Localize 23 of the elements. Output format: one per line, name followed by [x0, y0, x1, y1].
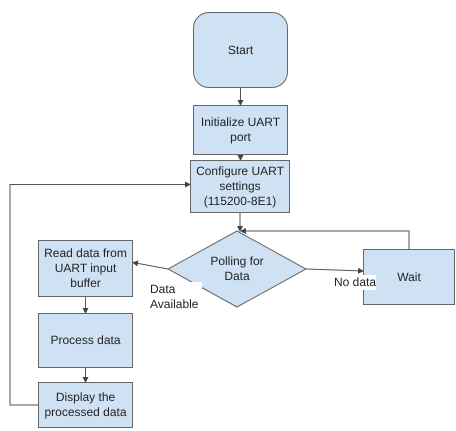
arrow: [82, 296, 88, 314]
arrow: [238, 88, 244, 106]
node-text: Wait: [396, 270, 422, 284]
arrow: [82, 368, 88, 383]
node-text: Polling for Data: [209, 254, 265, 284]
arrow: [10, 182, 191, 406]
node-text: Configure UART settings (115200-8E1): [195, 164, 285, 209]
arrow: [238, 154, 244, 161]
arrow: [240, 228, 410, 250]
edge-label: No data: [334, 275, 376, 290]
arrow: [306, 268, 364, 274]
node-text: Read data from UART input buffer: [43, 246, 128, 291]
arrow: [237, 212, 243, 232]
node-text: Process data: [49, 333, 122, 348]
process-box: [193, 105, 288, 155]
node-text: Start: [226, 42, 254, 58]
process-box: [38, 240, 133, 297]
node-text: Initialize UART port: [200, 115, 282, 145]
process-box: [38, 313, 133, 368]
terminal-box: [193, 12, 288, 88]
arrow: [132, 260, 168, 270]
process-box: [38, 382, 133, 428]
node-text: Display the processed data: [43, 390, 128, 420]
